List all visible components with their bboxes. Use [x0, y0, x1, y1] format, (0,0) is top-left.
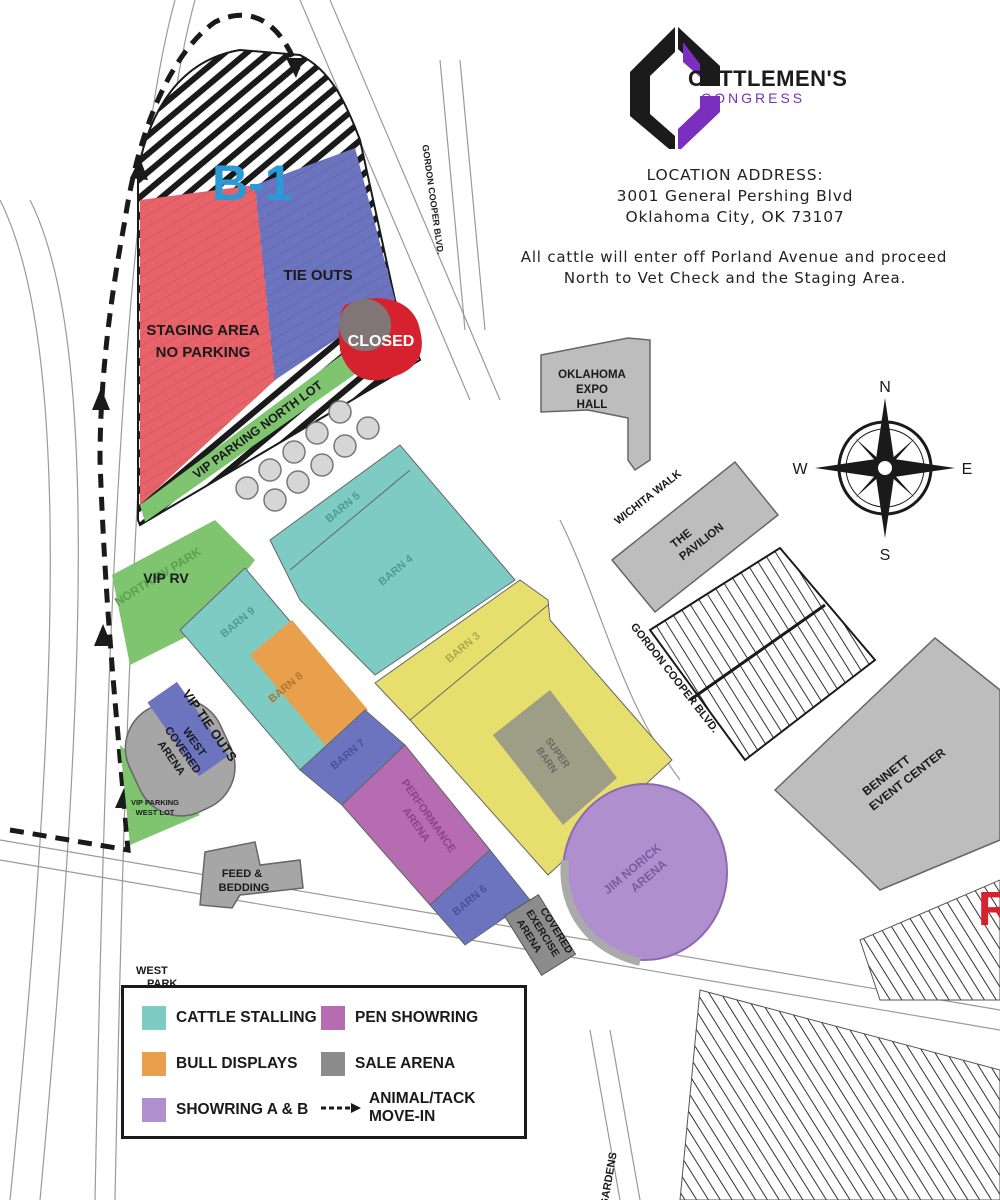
- entry-note-line-1: All cattle will enter off Porland Avenue…: [520, 248, 948, 266]
- feed-label-2: BEDDING: [219, 882, 270, 894]
- dashed-arrow-icon: [321, 1103, 361, 1113]
- west-park-label-1: WEST: [136, 965, 168, 977]
- gardens-label: GARDENS: [598, 1151, 619, 1200]
- compass-s: S: [880, 547, 891, 564]
- silos: [235, 400, 380, 512]
- header-panel: CATTLEMEN'S CONGRESS LOCATION ADDRESS: 3…: [470, 18, 1000, 288]
- legend-swatch: [321, 1052, 345, 1076]
- the-pavilion: [610, 460, 780, 614]
- legend-item-move-in: ANIMAL/TACK MOVE-IN: [321, 1090, 475, 1126]
- legend-swatch: [142, 1098, 166, 1122]
- entry-note-line-2: North to Vet Check and the Staging Area.: [563, 269, 907, 287]
- gordon-cooper-label-1: GORDON COOPER BLVD.: [420, 144, 445, 255]
- north-rv-park-zone: [112, 520, 255, 665]
- vip-tie-outs-zone: [147, 681, 229, 777]
- legend-item-bull-displays: BULL DISPLAYS: [142, 1052, 297, 1076]
- vip-west-label-2: WEST LOT: [136, 808, 175, 817]
- compass-n: N: [879, 379, 891, 396]
- brand-title: CATTLEMEN'S: [688, 66, 848, 91]
- closed-label: CLOSED: [348, 333, 415, 350]
- legend-label: SHOWRING A & B: [176, 1101, 309, 1118]
- staging-label-1: STAGING AREA: [146, 322, 260, 339]
- parking-pavilion: [648, 546, 877, 762]
- barn-4-5-building: [269, 444, 516, 676]
- legend-item-sale-arena: SALE ARENA: [321, 1052, 455, 1076]
- vip-rv-label: VIP RV: [143, 570, 189, 586]
- legend-move-in-line-1: ANIMAL/TACK: [369, 1090, 476, 1107]
- address-line-2: Oklahoma City, OK 73107: [625, 208, 845, 226]
- vip-parking-north-zone: [140, 345, 375, 522]
- bull-display-zone: [250, 620, 368, 745]
- lot-b1-label: B-1: [212, 155, 293, 211]
- legend-item-pen-showring: PEN SHOWRING: [321, 1006, 478, 1030]
- partial-red-label: R: [978, 883, 1000, 936]
- covered-exercise-arena: [503, 894, 577, 976]
- expo-label-1: OKLAHOMA: [558, 369, 626, 381]
- cattlemens-logo: [630, 24, 850, 154]
- parking-east: [859, 879, 1000, 1001]
- legend-label: SALE ARENA: [355, 1055, 456, 1072]
- tie-outs-label: TIE OUTS: [283, 267, 352, 284]
- legend-swatch: [142, 1006, 166, 1030]
- compass-e: E: [962, 461, 973, 478]
- legend-item-showring: SHOWRING A & B: [142, 1098, 308, 1122]
- legend-label: BULL DISPLAYS: [176, 1055, 298, 1072]
- legend-swatch: [142, 1052, 166, 1076]
- map-legend: CATTLE STALLING BULL DISPLAYS SHOWRING A…: [121, 985, 527, 1139]
- legend-label: CATTLE STALLING: [176, 1009, 317, 1026]
- brand-subtitle: CONGRESS: [701, 90, 806, 106]
- sale-arena-super-barn: [493, 690, 617, 825]
- legend-swatch: [321, 1006, 345, 1030]
- parking-south-east: [679, 989, 1000, 1200]
- feed-label-1: FEED &: [222, 868, 262, 880]
- legend-item-cattle-stalling: CATTLE STALLING: [142, 1006, 317, 1030]
- legend-label: PEN SHOWRING: [355, 1009, 479, 1026]
- staging-label-2: NO PARKING: [156, 344, 251, 361]
- expo-label-3: HALL: [577, 399, 608, 411]
- feed-bedding-building: [199, 841, 304, 909]
- oklahoma-expo-hall: [540, 337, 651, 472]
- address-line-1: 3001 General Pershing Blvd: [616, 187, 854, 205]
- address-heading: LOCATION ADDRESS:: [646, 166, 824, 184]
- bennett-event-center: [773, 637, 1000, 891]
- compass-rose: [815, 398, 955, 538]
- vip-west-label-1: VIP PARKING: [131, 798, 179, 807]
- compass-w: W: [792, 461, 808, 478]
- legend-move-in-line-2: MOVE-IN: [369, 1108, 436, 1125]
- expo-label-2: EXPO: [576, 384, 608, 396]
